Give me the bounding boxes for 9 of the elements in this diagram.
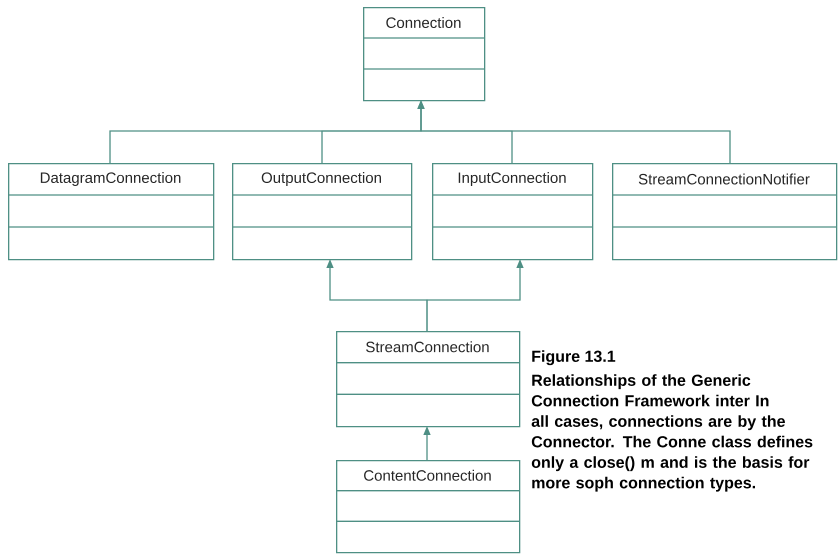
class-box: InputConnection xyxy=(431,163,594,260)
class-box: Connection xyxy=(362,7,486,102)
class-box: OutputConnection xyxy=(231,163,412,260)
figure-title: Figure 13.1 xyxy=(532,350,616,366)
class-box: ContentConnection xyxy=(335,460,520,554)
caption: Relationships of the Generic Connection Framework inter In all cases, connections are by the Connector. The Conne class defines only a close() m and is the basis for more soph connection types. xyxy=(532,374,812,492)
class-box: DatagramConnection xyxy=(7,163,214,260)
class-box: StreamConnection xyxy=(335,331,520,428)
class-box: StreamConnectionNotifier xyxy=(611,163,838,260)
